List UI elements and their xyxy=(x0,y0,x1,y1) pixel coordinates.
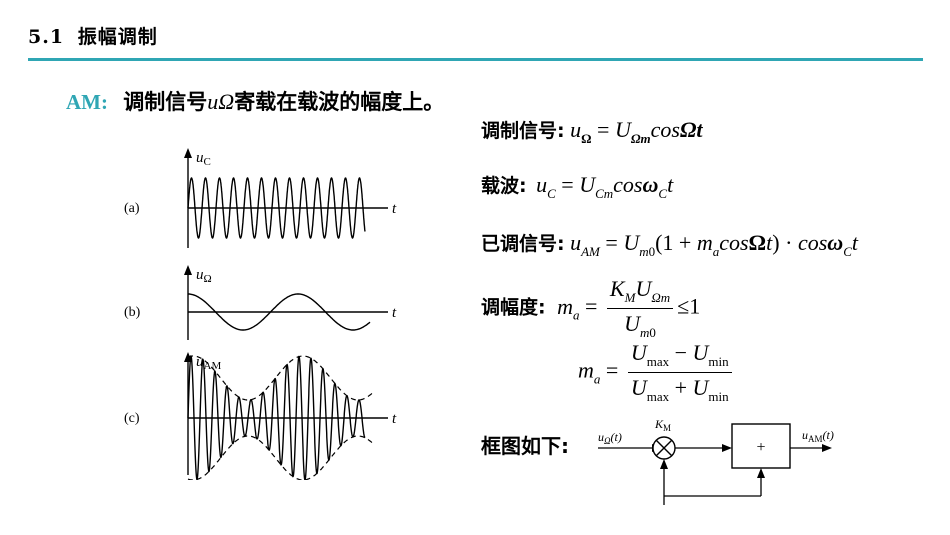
depth-le: ≤1 xyxy=(677,293,701,319)
section-name: 振幅调制 xyxy=(77,26,158,48)
headline-text-before: 调制信号 xyxy=(123,90,208,114)
axis-label: uAM xyxy=(196,354,221,372)
am-wave xyxy=(187,354,366,480)
bd-output-label: uAM(t) xyxy=(802,428,834,444)
eq-carrier-label: 载波: xyxy=(481,175,527,197)
adder-block xyxy=(731,423,791,469)
section-number: 5.1 xyxy=(28,26,65,48)
adder-symbol: + xyxy=(756,439,765,456)
block-label: 框图如下: xyxy=(481,434,569,458)
carrier-wave xyxy=(187,177,366,239)
envelope-upper xyxy=(187,355,373,401)
title-rule xyxy=(28,58,923,61)
eq-modulating-label: 调制信号: xyxy=(481,120,565,142)
block-diagram: uΩ(t) KM + uAM(t) xyxy=(598,417,834,505)
panel-tag: (b) xyxy=(124,305,141,320)
axis-label: uΩ xyxy=(196,267,212,285)
waveform-figure: uC t (a) uΩ t (b) uAM t (c) xyxy=(124,148,397,480)
eq-modulating: 调制信号: uΩ = UΩmcosΩt xyxy=(481,117,703,146)
eq-modulated: 已调信号: uAM = Um0(1 + macosΩt) · cosωCt xyxy=(481,230,858,259)
panel-tag: (a) xyxy=(124,201,140,216)
axis-y-arrow xyxy=(184,148,192,158)
eq-carrier: 载波: uC = UCmcosωCt xyxy=(481,172,674,201)
section-title: 5.1 振幅调制 xyxy=(28,22,158,49)
axis-y-arrow xyxy=(184,265,192,275)
time-label: t xyxy=(392,201,397,217)
multiplier-gain: KM xyxy=(654,417,671,433)
headline-text-after: 寄载在载波的幅度上。 xyxy=(234,90,445,114)
time-label: t xyxy=(392,305,397,321)
axis-label: uC xyxy=(196,150,211,168)
bd-input-label: uΩ(t) xyxy=(598,430,622,446)
eq-modulated-label: 已调信号: xyxy=(481,233,565,255)
modulating-wave xyxy=(188,293,371,331)
time-label: t xyxy=(392,411,397,427)
headline-prefix: AM: xyxy=(66,90,108,114)
headline-symbol: uΩ xyxy=(207,89,235,114)
waveform-group: uC t (a) uΩ t (b) uAM t (c) xyxy=(124,148,397,480)
headline: AM: 调制信号uΩ寄载在载波的幅度上。 xyxy=(66,86,444,116)
eq-depth-label: 调幅度: xyxy=(481,296,546,319)
panel-tag: (c) xyxy=(124,411,140,426)
